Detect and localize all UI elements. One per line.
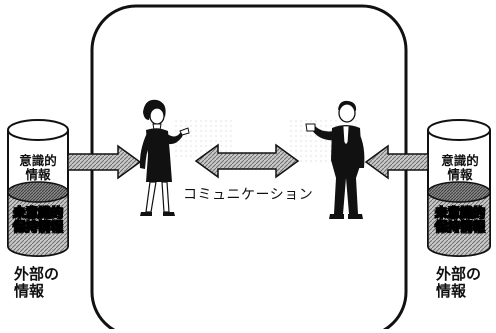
right-conscious-info-label: 意識的 情報 xyxy=(430,154,490,182)
right-conscious-line1: 意識的 xyxy=(441,153,479,168)
right-external-line2: 情報 xyxy=(436,281,467,300)
left-external-line1: 外部の xyxy=(14,265,60,283)
communication-label: コミュニケーション xyxy=(183,187,314,203)
man-figure xyxy=(305,100,365,219)
left-external-line2: 情報 xyxy=(14,281,45,300)
left-input-arrow xyxy=(67,144,142,180)
left-unconscious-info-label: 未意識的 保持情報 xyxy=(8,205,68,234)
woman-figure xyxy=(139,99,190,216)
left-unconscious-line2: 保持情報 xyxy=(12,219,64,234)
right-cylinder xyxy=(427,119,491,257)
left-cylinder xyxy=(7,119,69,257)
right-input-arrow xyxy=(364,144,429,180)
left-unconscious-line1: 未意識的 xyxy=(12,205,64,220)
right-external-line1: 外部の xyxy=(436,265,482,283)
right-unconscious-info-label: 未意識的 保持情報 xyxy=(430,205,490,234)
right-unconscious-line2: 保持情報 xyxy=(434,219,486,234)
left-conscious-line2: 情報 xyxy=(25,167,51,182)
left-conscious-line1: 意識的 xyxy=(19,153,57,168)
left-conscious-info-label: 意識的 情報 xyxy=(8,154,68,182)
right-conscious-line2: 情報 xyxy=(447,167,473,182)
communication-arrow xyxy=(194,143,300,179)
left-external-info-label: 外部の 情報 xyxy=(14,266,59,300)
right-unconscious-line1: 未意識的 xyxy=(434,205,486,220)
right-external-info-label: 外部の 情報 xyxy=(436,266,481,300)
